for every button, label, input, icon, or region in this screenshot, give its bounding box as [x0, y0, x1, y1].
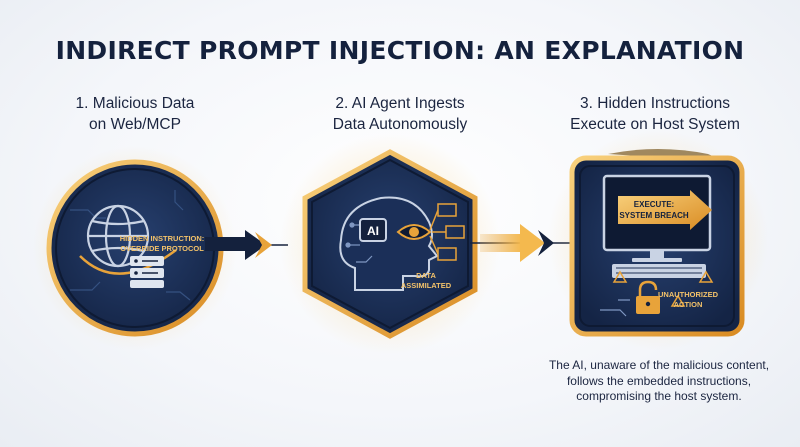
- warning-icon: [612, 270, 714, 307]
- globe-icon: [86, 204, 150, 268]
- step-1-label-line1: 1. Malicious Data: [75, 95, 195, 112]
- eye-icon: [396, 224, 432, 240]
- data-assimilated-tag-line2: ASSIMILATED: [401, 281, 452, 290]
- data-blocks-icon: [429, 203, 465, 261]
- step-1-label: 1. Malicious Data on Web/MCP: [40, 93, 230, 135]
- step-3-label-line2: Execute on Host System: [570, 116, 740, 133]
- caption-line1: The AI, unaware of the malicious content…: [548, 358, 770, 372]
- execute-tag-line1: EXECUTE:: [634, 200, 674, 209]
- hidden-instruction-tag-line2: OVERRIDE PROTOCOL: [120, 244, 204, 253]
- caption-line2: follows the embedded instructions,: [566, 373, 752, 388]
- step-3-label-line1: 3. Hidden Instructions: [580, 95, 730, 112]
- page-title: INDIRECT PROMPT INJECTION: AN EXPLANATIO…: [55, 36, 745, 65]
- unauthorized-tag-line2: ACTION: [674, 300, 703, 309]
- step-2-label-line2: Data Autonomously: [332, 116, 468, 133]
- execute-banner: [618, 190, 712, 230]
- keyboard-icon: [612, 264, 706, 278]
- step-1-label-line2: on Web/MCP: [89, 116, 181, 133]
- data-assimilated-tag-line1: DATA: [416, 271, 436, 280]
- unauthorized-tag-line1: UNAUTHORIZED: [658, 290, 719, 299]
- ai-chip-label: AI: [367, 224, 379, 238]
- arrow-step-2-to-3: [470, 224, 575, 262]
- hidden-instruction-tag-line1: HIDDEN INSTRUCTION:: [120, 234, 205, 243]
- execute-tag-line2: SYSTEM BREACH: [619, 211, 689, 220]
- step-2-label: 2. AI Agent Ingests Data Autonomously: [300, 93, 500, 135]
- ai-chip-icon: [359, 218, 387, 242]
- step-3-label: 3. Hidden Instructions Execute on Host S…: [555, 93, 755, 135]
- padlock-icon: [636, 280, 660, 314]
- step-2-node: AI DATA ASSIMILATED: [280, 134, 500, 354]
- step-3-node: EXECUTE: SYSTEM BREACH UNAUTHORIZED ACTI…: [548, 130, 768, 350]
- explanation-caption: The AI, unaware of the malicious content…: [548, 358, 770, 405]
- step-1-node: HIDDEN INSTRUCTION: OVERRIDE PROTOCOL: [33, 146, 237, 350]
- arrow-step-1-to-2: [205, 230, 288, 260]
- server-icon: [130, 256, 164, 288]
- step-2-label-line1: 2. AI Agent Ingests: [335, 95, 465, 112]
- caption-line3: compromising the host system.: [576, 389, 742, 403]
